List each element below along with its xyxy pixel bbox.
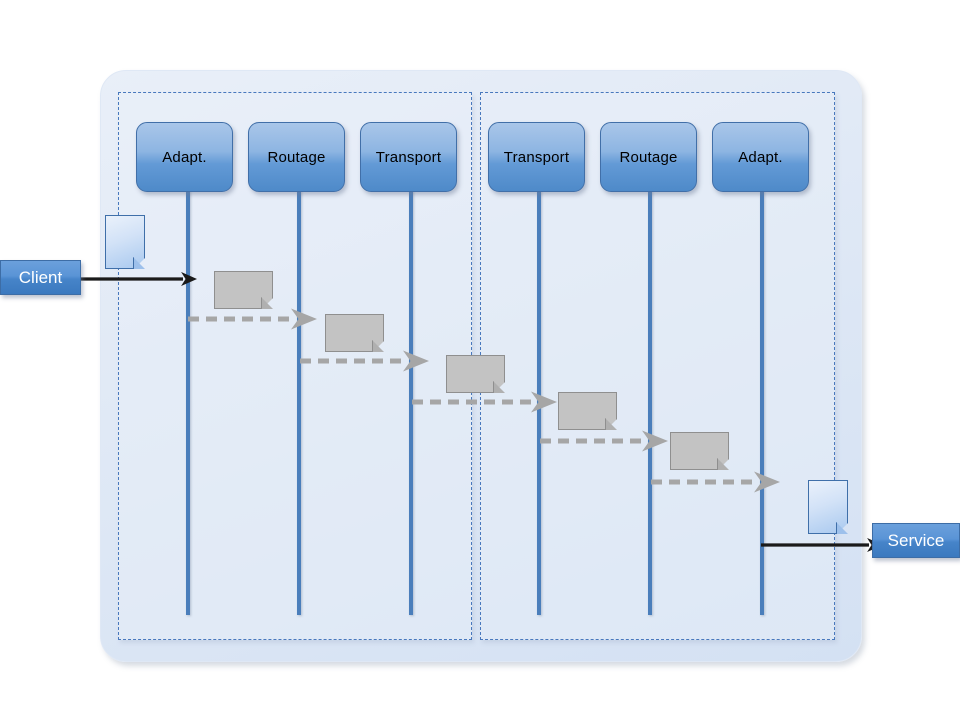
lifeline-l-transport <box>409 190 413 615</box>
node-r-routage[interactable]: Routage <box>600 122 697 192</box>
node-label: Transport <box>503 148 570 166</box>
document-sheet <box>105 215 145 269</box>
document-icon-service-request <box>808 480 848 534</box>
lifeline-l-adapt <box>186 190 190 615</box>
lifeline-l-routage <box>297 190 301 615</box>
document-icon-5 <box>670 432 729 470</box>
node-l-adapt[interactable]: Adapt. <box>136 122 233 192</box>
document-sheet <box>808 480 848 534</box>
node-label: Routage <box>267 148 326 166</box>
node-r-transport[interactable]: Transport <box>488 122 585 192</box>
endpoint-service[interactable]: Service <box>872 523 960 558</box>
document-icon-2 <box>325 314 384 352</box>
lifeline-r-routage <box>648 190 652 615</box>
node-l-routage[interactable]: Routage <box>248 122 345 192</box>
lifeline-r-adapt <box>760 190 764 615</box>
document-icon-client-request <box>105 215 145 269</box>
endpoint-label: Client <box>18 267 63 287</box>
node-label: Transport <box>375 148 442 166</box>
node-label: Adapt. <box>738 148 783 166</box>
node-r-adapt[interactable]: Adapt. <box>712 122 809 192</box>
node-label: Routage <box>619 148 678 166</box>
endpoint-client[interactable]: Client <box>0 260 81 295</box>
document-icon-4 <box>558 392 617 430</box>
document-icon-1 <box>214 271 273 309</box>
node-l-transport[interactable]: Transport <box>360 122 457 192</box>
lifeline-r-transport <box>537 190 541 615</box>
node-label: Adapt. <box>162 148 207 166</box>
endpoint-label: Service <box>887 530 945 550</box>
document-icon-3 <box>446 355 505 393</box>
